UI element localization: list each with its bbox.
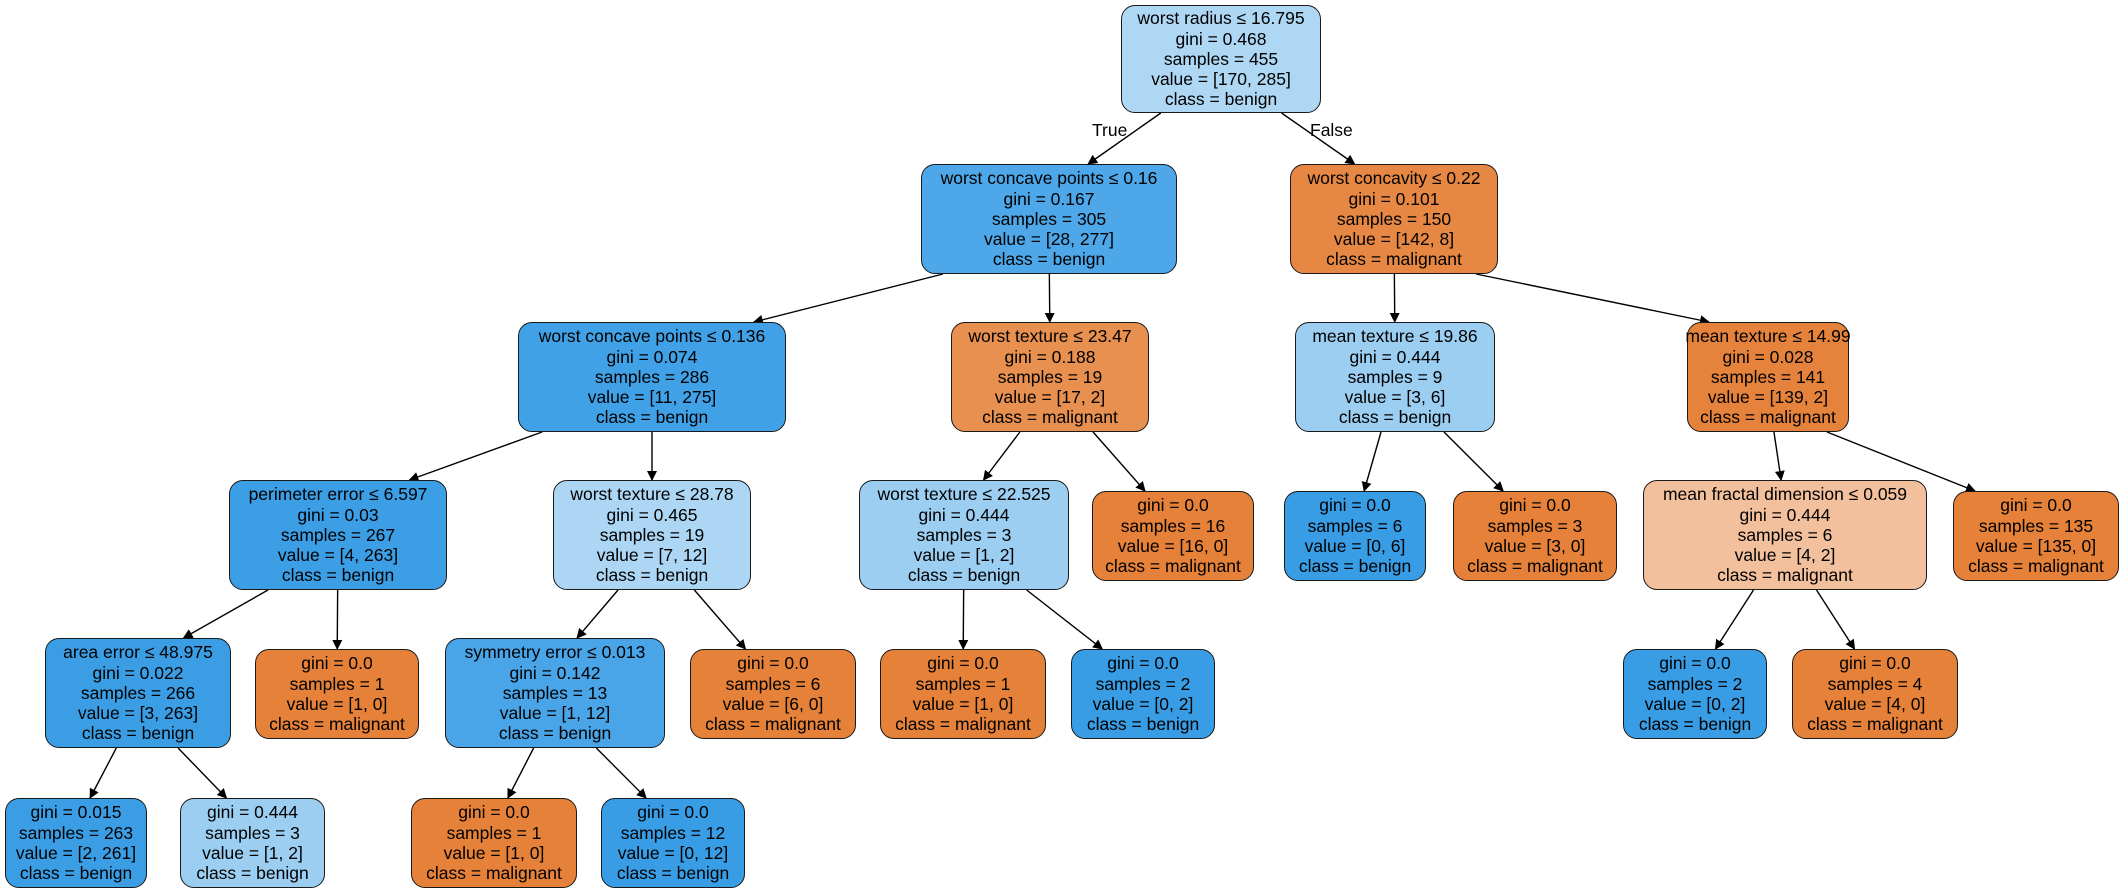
tree-edge-n5-n12 (1443, 431, 1504, 492)
tree-edge-n15-n23 (89, 747, 117, 799)
tree-edge-n4-n10 (1092, 431, 1146, 492)
tree-edge-n13-n21 (1714, 589, 1755, 650)
tree-edge-n0-n2 (1281, 112, 1356, 165)
tree-edge-n0-n1 (1087, 112, 1162, 165)
tree-edge-n2-n6 (1475, 273, 1710, 326)
tree-edge-n15-n24 (177, 747, 228, 799)
tree-edge-n9-n20 (1026, 589, 1104, 650)
tree-edge-n17-n26 (595, 747, 647, 799)
tree-edge-n3-n7 (408, 431, 543, 482)
tree-edge-n6-n14 (1826, 431, 1976, 493)
tree-edge-n5-n11 (1361, 431, 1382, 492)
tree-edge-n8-n17 (576, 589, 619, 639)
true-branch-label: True (1092, 120, 1128, 140)
tree-edge-n13-n22 (1815, 589, 1856, 650)
tree-edge-n17-n25 (507, 747, 535, 799)
tree-edge-n6-n13 (1773, 431, 1785, 481)
tree-edge-n7-n15 (182, 589, 269, 639)
tree-edge-n4-n9 (982, 431, 1021, 481)
tree-edge-n8-n18 (693, 589, 747, 650)
false-branch-label: False (1310, 120, 1353, 140)
tree-edge-n1-n3 (752, 273, 944, 325)
